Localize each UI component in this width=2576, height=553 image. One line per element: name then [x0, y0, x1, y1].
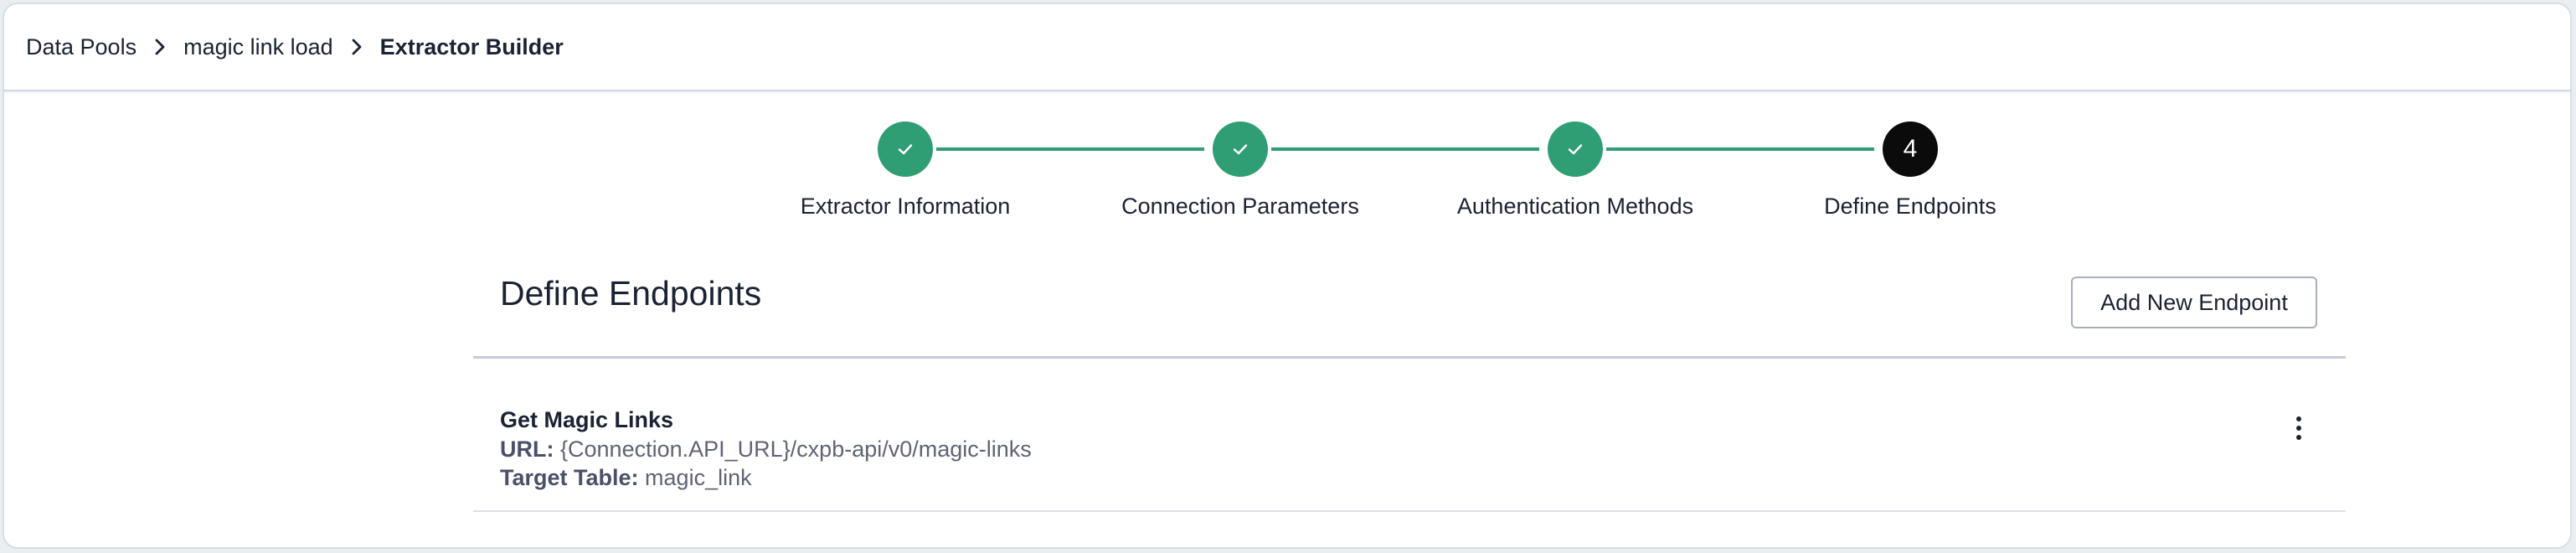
endpoint-target-table: Target Table: magic_link: [500, 463, 2342, 492]
step-connector: [1606, 147, 1874, 151]
step-connector: [936, 147, 1204, 151]
section-divider: [473, 356, 2346, 359]
step-authentication-methods[interactable]: Authentication Methods: [1408, 121, 1743, 220]
url-value: {Connection.API_URL}/cxpb-api/v0/magic-l…: [560, 437, 1032, 462]
check-icon: [1548, 121, 1603, 177]
app-window: Data Pools magic link load Extractor Bui…: [3, 3, 2572, 549]
step-label: Define Endpoints: [1824, 194, 1996, 219]
breadcrumb-data-pools[interactable]: Data Pools: [26, 34, 137, 59]
add-new-endpoint-button[interactable]: Add New Endpoint: [2071, 276, 2317, 328]
chevron-right-icon: [137, 34, 183, 59]
step-connection-parameters[interactable]: Connection Parameters: [1073, 121, 1408, 220]
step-extractor-information[interactable]: Extractor Information: [738, 121, 1073, 220]
target-table-value: magic_link: [645, 465, 752, 490]
step-label: Authentication Methods: [1456, 194, 1694, 219]
step-label: Extractor Information: [800, 194, 1011, 219]
step-define-endpoints[interactable]: 4 Define Endpoints: [1743, 121, 2078, 220]
endpoint-url: URL: {Connection.API_URL}/cxpb-api/v0/ma…: [500, 435, 2342, 463]
progress-stepper: Extractor Information Connection Paramet…: [4, 121, 2570, 230]
breadcrumb-magic-link-load[interactable]: magic link load: [183, 34, 333, 59]
list-item[interactable]: Get Magic Links URL: {Connection.API_URL…: [500, 405, 2342, 492]
endpoint-name: Get Magic Links: [500, 407, 674, 432]
step-connector: [1271, 147, 1539, 151]
url-label: URL:: [500, 437, 554, 462]
breadcrumb-extractor-builder: Extractor Builder: [379, 34, 564, 59]
check-icon: [878, 121, 933, 177]
page-title: Define Endpoints: [500, 274, 762, 313]
check-icon: [1213, 121, 1268, 177]
list-divider: [473, 510, 2346, 512]
kebab-menu-icon[interactable]: [2280, 410, 2317, 447]
breadcrumb: Data Pools magic link load Extractor Bui…: [4, 4, 2570, 91]
target-table-label: Target Table:: [500, 465, 639, 490]
chevron-right-icon: [333, 34, 380, 59]
step-label: Connection Parameters: [1121, 194, 1359, 219]
step-number: 4: [1883, 121, 1938, 177]
